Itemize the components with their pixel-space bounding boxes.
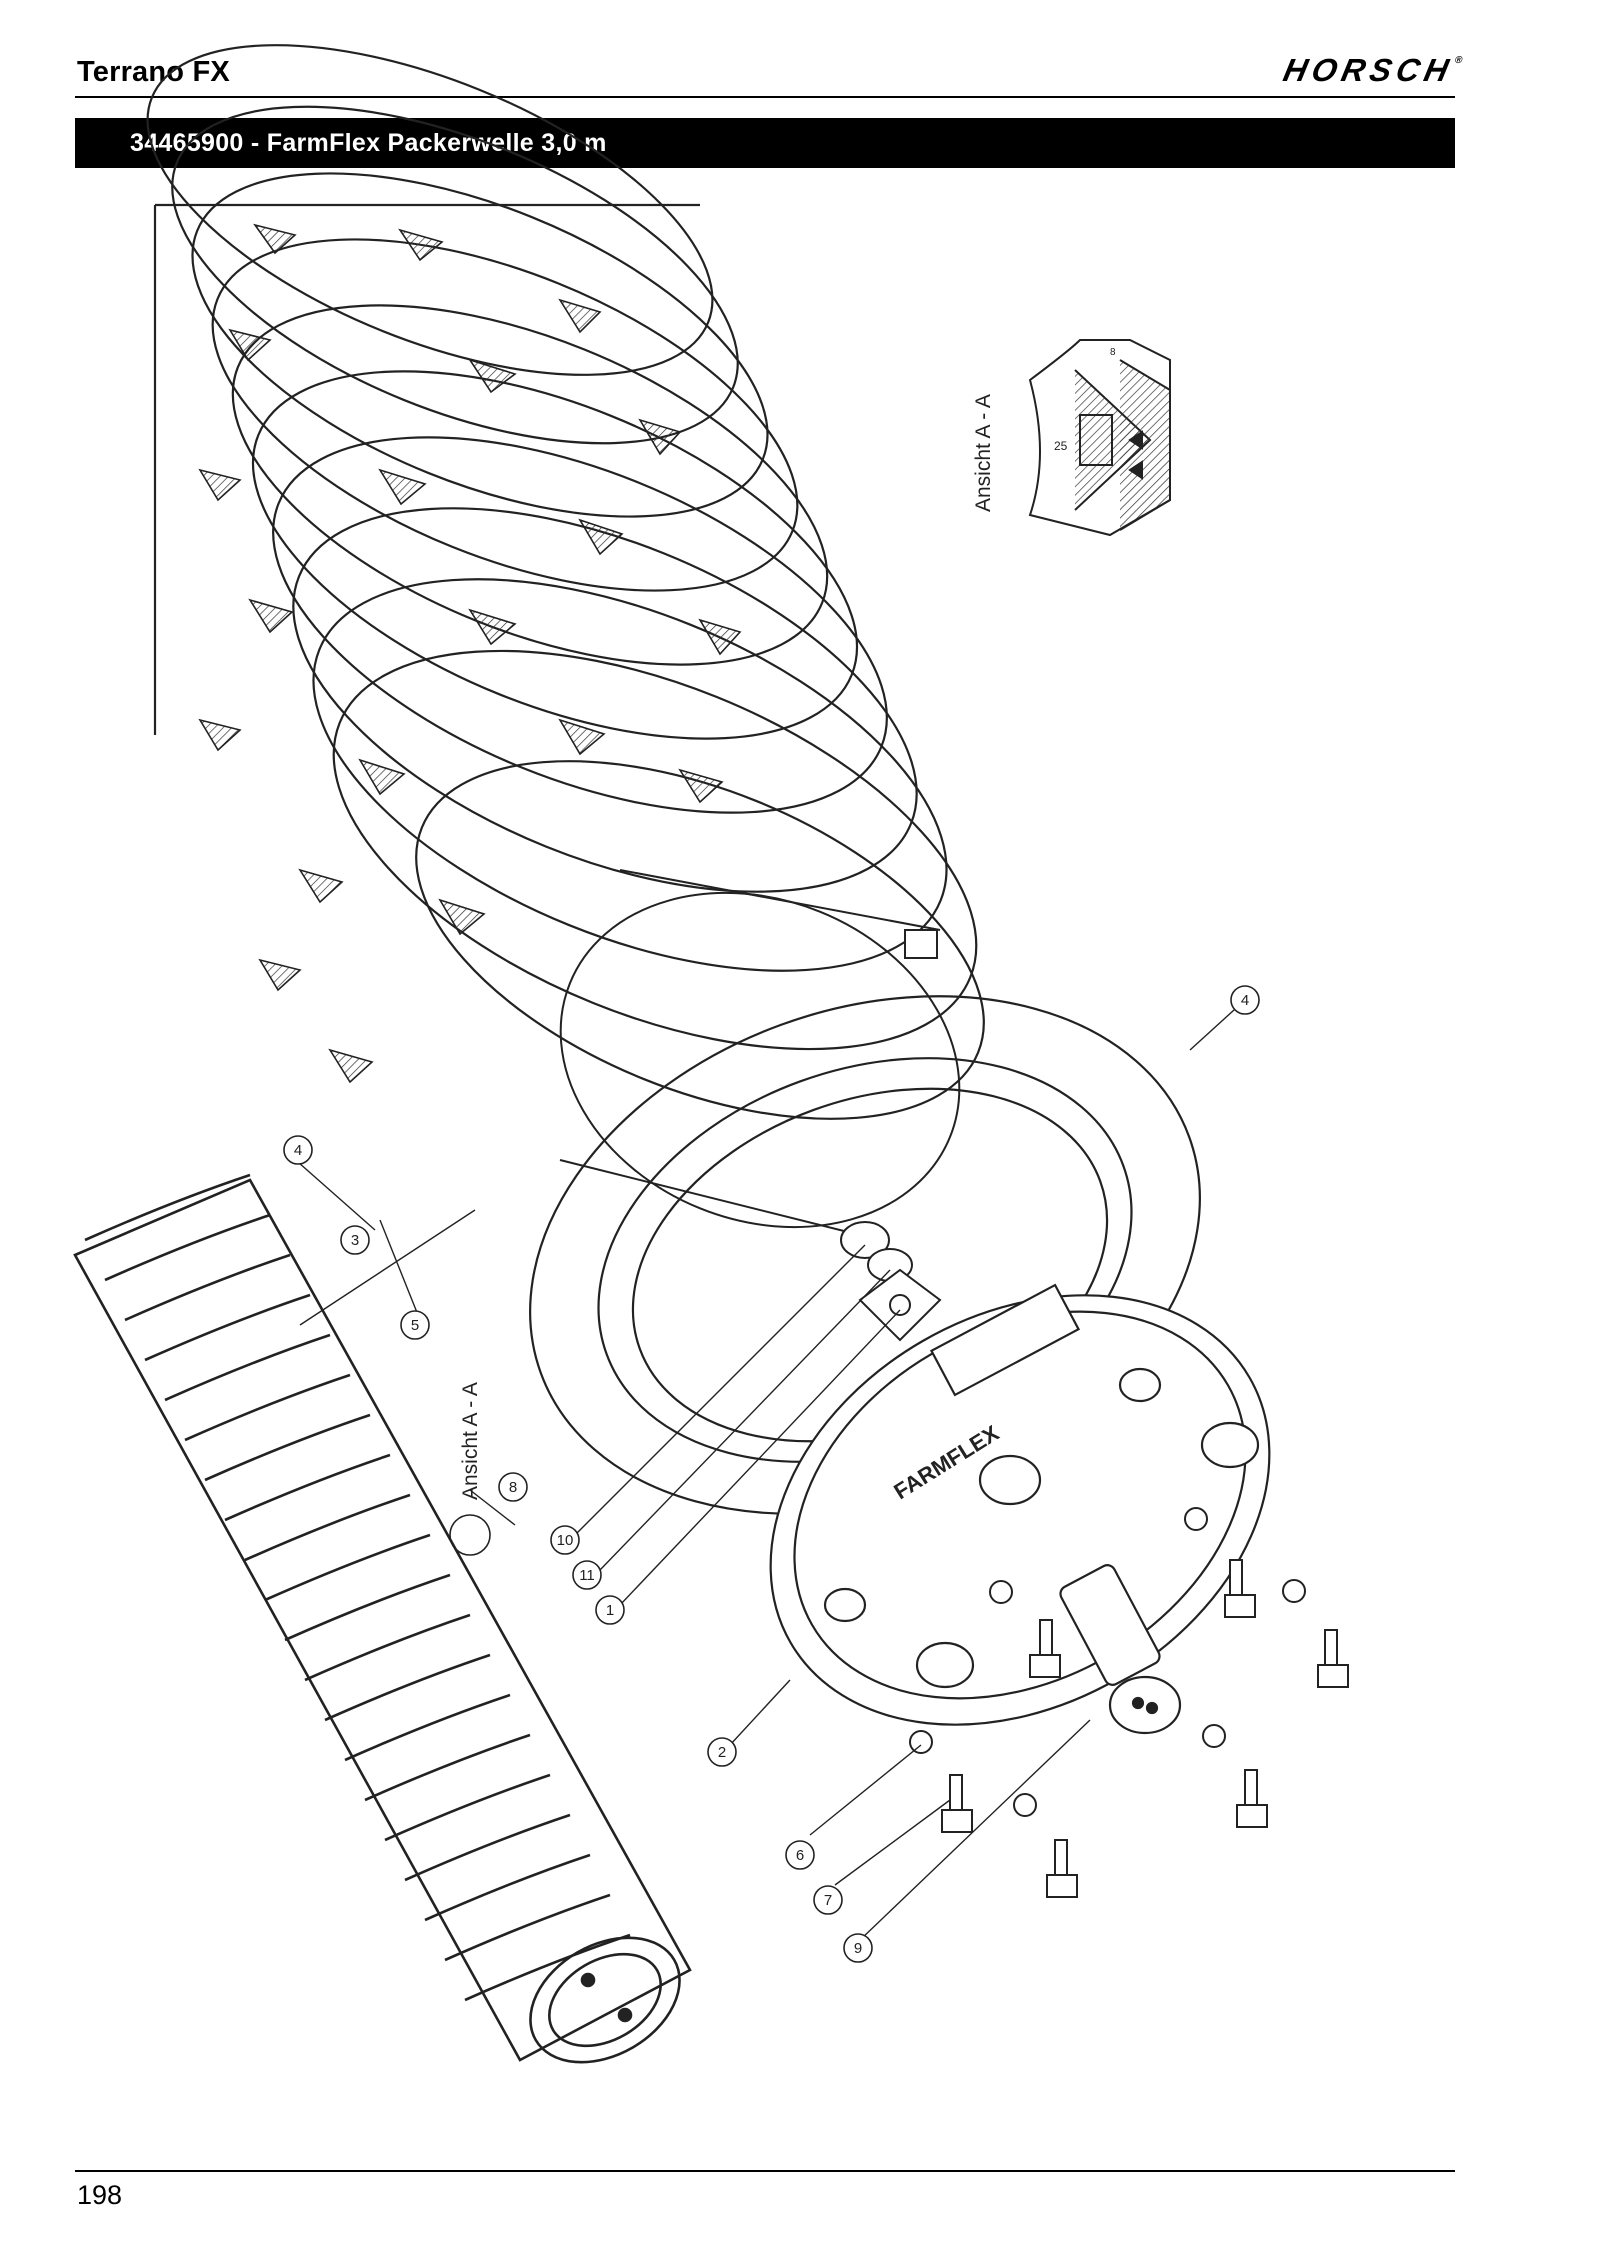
callout-label: 3 (351, 1232, 359, 1249)
section-marker (449, 1514, 491, 1556)
callout-label: 2 (718, 1744, 726, 1761)
dimension-label: 25 (1054, 439, 1068, 453)
callout-label: 6 (796, 1847, 804, 1864)
bearing-flange-plate: FARMFLEX (769, 1283, 1271, 1726)
footer-divider (75, 2170, 1455, 2172)
callout-balloon (785, 1840, 815, 1870)
leader-lines (289, 999, 1246, 1941)
callout-balloon (572, 1560, 602, 1590)
callout-balloon (843, 1933, 873, 1963)
callout-label: 10 (557, 1532, 574, 1549)
callout-label: 11 (579, 1567, 595, 1584)
callout-balloon (707, 1737, 737, 1767)
section-title-bar: 34465900 - FarmFlex Packerwelle 3,0 m (75, 118, 1455, 168)
packer-roller-rings (146, 44, 985, 1120)
view-label-mid: Ansicht A - A (459, 1382, 482, 1500)
bolts-and-washers (909, 1507, 1349, 1898)
shaft-stub (1059, 1564, 1182, 1735)
view-label-top: Ansicht A - A (972, 394, 995, 512)
callout-balloon (498, 1472, 528, 1502)
callout-label: 9 (854, 1940, 862, 1957)
callout-label: 1 (606, 1602, 614, 1619)
callout-label: 7 (824, 1892, 832, 1909)
callout-balloon (550, 1525, 580, 1555)
callout-balloon (813, 1885, 843, 1915)
callout-balloon (1230, 985, 1260, 1015)
callout-balloon (595, 1595, 625, 1625)
small-parts (840, 1221, 942, 1342)
callout-balloon (283, 1135, 313, 1165)
section-title: 34465900 - FarmFlex Packerwelle 3,0 m (130, 129, 607, 157)
document-title: Terrano FX (77, 56, 230, 88)
callout-label: 4 (1241, 992, 1249, 1009)
section-detail-a-a: 25 8 (1028, 339, 1171, 537)
hub-cylinder (559, 869, 961, 1241)
header-divider (75, 96, 1455, 98)
callout-balloons: 4 4 3 5 8 10 11 1 2 6 7 9 (283, 985, 1260, 1963)
callout-label: 5 (411, 1317, 419, 1334)
ring-tooth-segments (198, 223, 742, 1084)
overview-roller (73, 1173, 692, 2064)
callout-label: 8 (509, 1479, 517, 1496)
callout-balloon (400, 1310, 430, 1340)
callout-label: 4 (294, 1142, 302, 1159)
callout-balloon (340, 1225, 370, 1255)
dimension-label-small: 8 (1110, 347, 1116, 358)
page-number: 198 (77, 2180, 123, 2210)
